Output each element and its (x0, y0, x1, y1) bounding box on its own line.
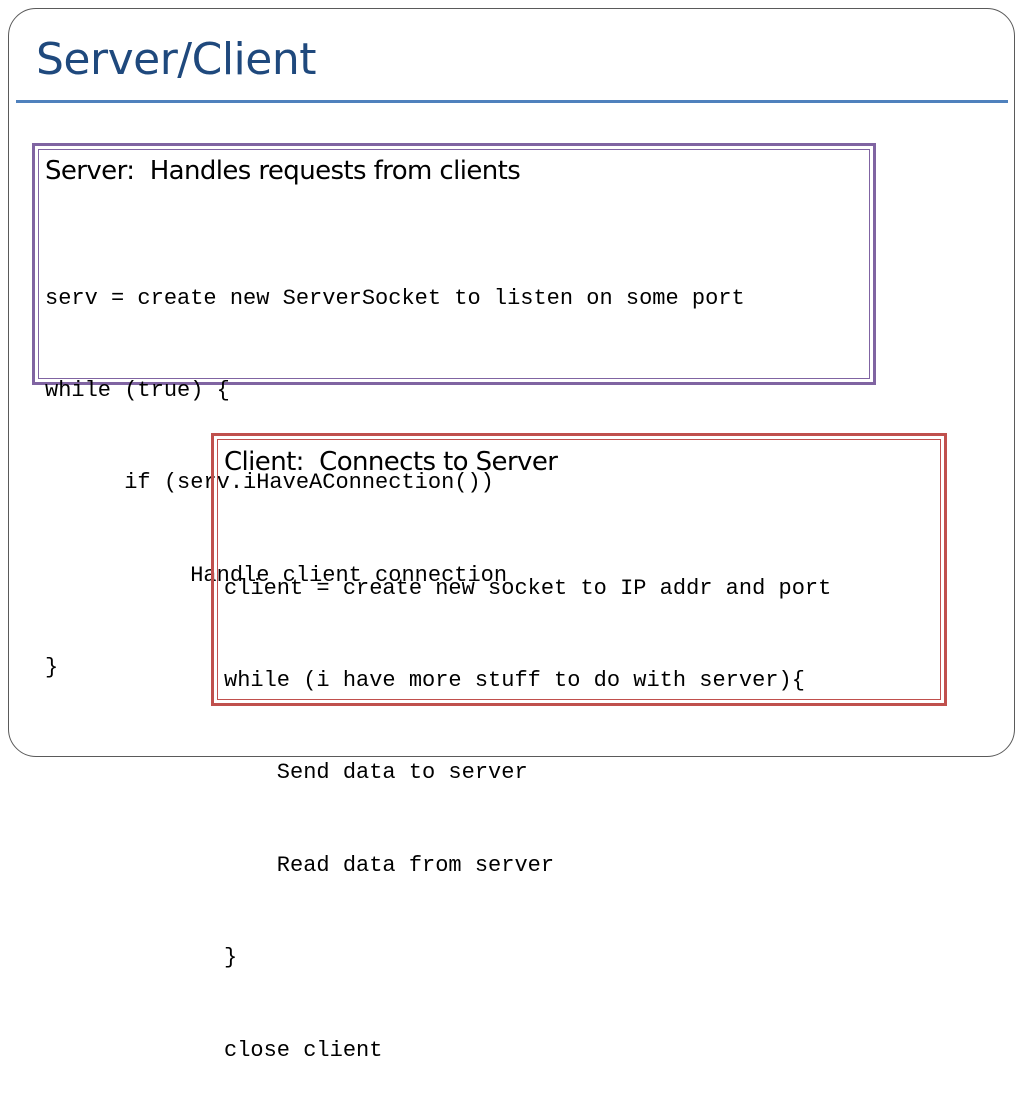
client-code-line: close client (224, 1037, 383, 1063)
server-code-block: serv = create new ServerSocket to listen… (45, 222, 745, 715)
server-code-line: } (45, 655, 59, 681)
title-underline (16, 100, 1008, 103)
client-code-line: } (224, 945, 238, 971)
client-heading: Client: Connects to Server (224, 447, 558, 477)
client-code-line: while (i have more stuff to do with serv… (224, 667, 805, 693)
server-heading: Server: Handles requests from clients (45, 156, 521, 186)
client-code-block: client = create new socket to IP addr an… (224, 512, 831, 1097)
client-code-line: Read data from server (224, 852, 555, 878)
server-box-inner-border (38, 149, 870, 379)
server-code-line: serv = create new ServerSocket to listen… (45, 285, 745, 311)
client-box (211, 433, 947, 706)
server-box (32, 143, 876, 385)
slide-title: Server/Client (36, 34, 317, 85)
client-code-line: Send data to server (224, 760, 528, 786)
server-code-line: Handle client connection (45, 562, 508, 588)
server-code-line: if (serv.iHaveAConnection()) (45, 470, 494, 496)
server-code-line: while (true) { (45, 377, 230, 403)
client-box-inner-border (217, 439, 941, 700)
client-code-line: client = create new socket to IP addr an… (224, 575, 832, 601)
